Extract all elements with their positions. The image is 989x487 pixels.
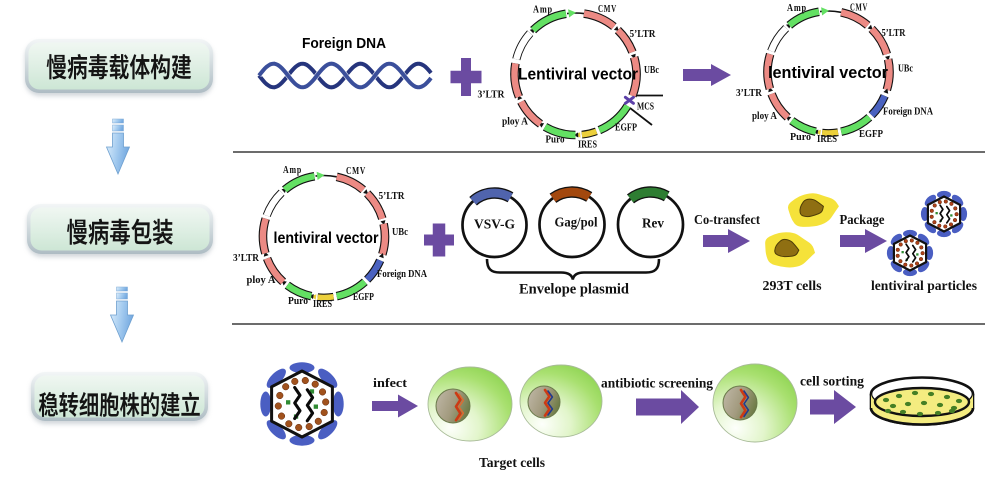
svg-text:IRES: IRES [313,299,332,310]
svg-text:Co-transfect: Co-transfect [694,212,760,227]
svg-text:5’LTR: 5’LTR [379,191,406,202]
svg-text:EGFP: EGFP [859,129,883,140]
svg-text:ploy A: ploy A [752,111,778,122]
svg-text:antibiotic screening: antibiotic screening [601,376,713,391]
svg-text:UBc: UBc [392,227,408,238]
svg-text:lentiviral vector: lentiviral vector [768,63,888,82]
svg-text:MCS: MCS [637,102,654,113]
svg-text:CMV: CMV [598,4,617,15]
svg-text:Gag/pol: Gag/pol [555,215,598,230]
svg-text:Puro: Puro [288,296,308,307]
svg-text:Foreign DNA: Foreign DNA [883,107,934,118]
svg-text:293T cells: 293T cells [763,278,822,293]
svg-text:EGFP: EGFP [615,123,637,134]
svg-text:Puro: Puro [790,132,811,143]
svg-text:Target cells: Target cells [479,456,546,471]
svg-text:cell sorting: cell sorting [800,374,864,389]
svg-text:Puro: Puro [546,135,565,146]
svg-text:3’LTR: 3’LTR [233,253,260,264]
svg-text:lentiviral vector: lentiviral vector [274,230,379,247]
svg-text:3’LTR: 3’LTR [478,90,506,101]
svg-text:UBc: UBc [644,65,659,76]
svg-text:Amp: Amp [787,3,807,14]
svg-text:lentiviral particles: lentiviral particles [871,278,977,293]
svg-text:Foreign DNA: Foreign DNA [377,269,428,280]
svg-text:infect: infect [373,375,408,390]
svg-text:IRES: IRES [817,134,837,145]
svg-text:Rev: Rev [642,216,664,231]
svg-text:Package: Package [840,212,885,227]
svg-text:Foreign DNA: Foreign DNA [302,35,386,52]
svg-text:ploy A: ploy A [247,275,277,286]
svg-text:ploy A: ploy A [502,117,529,128]
svg-text:Amp: Amp [283,165,302,176]
svg-text:3’LTR: 3’LTR [736,88,763,99]
svg-text:5’LTR: 5’LTR [882,28,907,39]
svg-text:CMV: CMV [346,166,366,177]
svg-text:Envelope plasmid: Envelope plasmid [519,282,629,298]
svg-text:IRES: IRES [578,140,597,151]
svg-text:EGFP: EGFP [353,292,374,303]
svg-text:VSV-G: VSV-G [474,217,515,232]
svg-text:UBc: UBc [898,64,913,75]
svg-text:Amp: Amp [533,5,553,16]
svg-text:5’LTR: 5’LTR [630,29,657,40]
svg-text:Lentiviral vector: Lentiviral vector [518,65,638,84]
svg-text:CMV: CMV [850,3,868,14]
